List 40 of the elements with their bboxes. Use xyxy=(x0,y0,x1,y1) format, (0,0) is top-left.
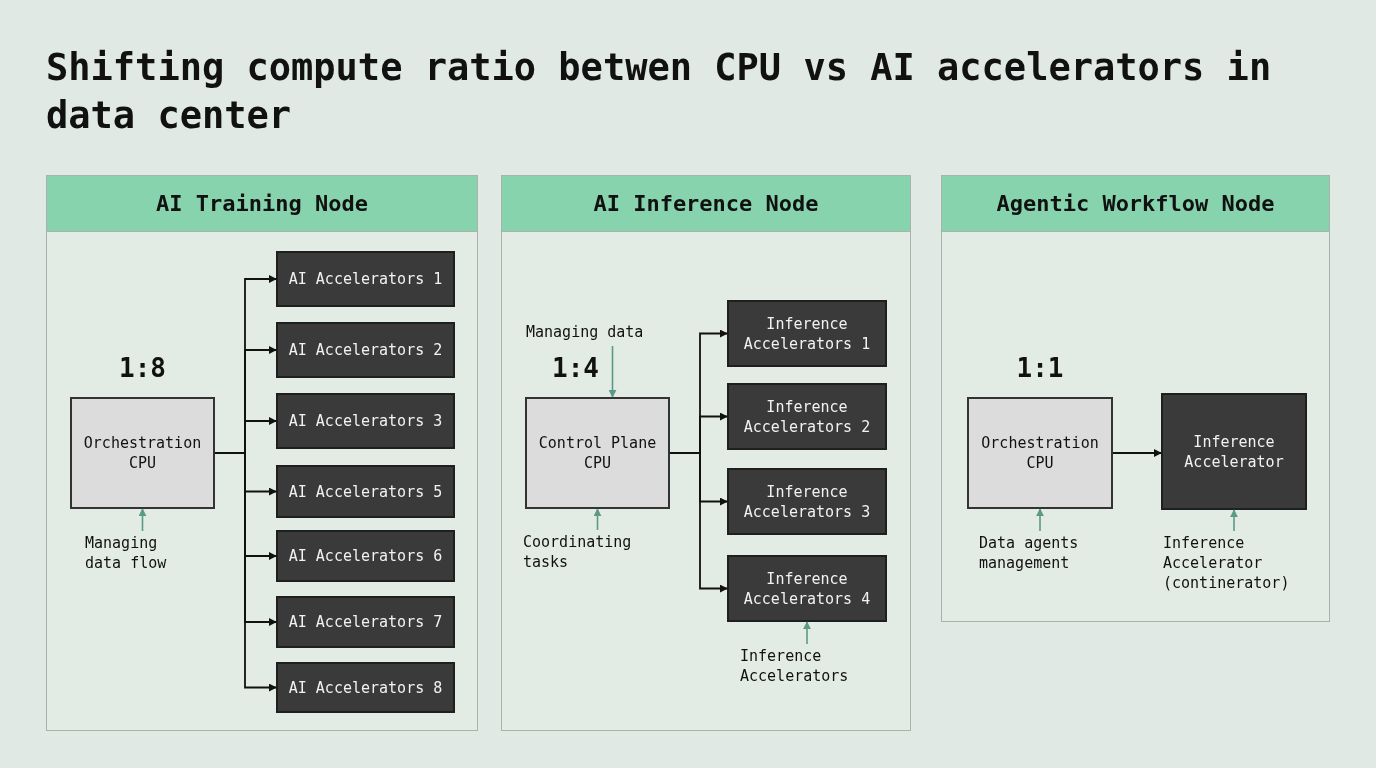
accelerator-box: Inference Accelerators 2 xyxy=(727,383,887,450)
leader-arrow xyxy=(138,508,147,532)
leader-arrow xyxy=(608,345,617,398)
annotation-text: Inference Accelerator (continerator) xyxy=(1163,533,1313,593)
leader-arrow xyxy=(593,508,602,531)
annotation-text: Managing data xyxy=(526,322,662,342)
ratio-label: 1:1 xyxy=(1016,353,1064,383)
ratio-label: 1:4 xyxy=(552,353,599,383)
node-panel xyxy=(501,175,911,731)
annotation-text: Managing data flow xyxy=(85,533,195,573)
arrow xyxy=(214,452,277,692)
node-panel xyxy=(941,175,1330,622)
arrow xyxy=(669,452,728,593)
node-panel xyxy=(46,175,478,731)
annotation-text: Inference Accelerators xyxy=(740,646,875,686)
accelerator-box: Inference Accelerator xyxy=(1161,393,1307,510)
accelerator-box: AI Accelerators 8 xyxy=(276,662,455,713)
annotation-text: Coordinating tasks xyxy=(523,532,653,572)
accelerator-box: AI Accelerators 1 xyxy=(276,251,455,307)
diagram-title: Shifting compute ratio betwen CPU vs AI accelerators in data center xyxy=(46,45,1273,139)
cpu-box: Control Plane CPU xyxy=(525,397,670,509)
arrow xyxy=(1112,449,1162,457)
accelerator-box: AI Accelerators 2 xyxy=(276,322,455,378)
leader-arrow xyxy=(1036,508,1044,532)
accelerator-box: AI Accelerators 6 xyxy=(276,530,455,582)
panel-title: AI Inference Node xyxy=(593,190,819,218)
accelerator-box: Inference Accelerators 4 xyxy=(727,555,887,622)
annotation-text: Data agents management xyxy=(979,533,1099,573)
accelerator-box: Inference Accelerators 3 xyxy=(727,468,887,535)
leader-arrow xyxy=(1230,509,1238,532)
accelerator-box: AI Accelerators 7 xyxy=(276,596,455,648)
accelerator-box: AI Accelerators 3 xyxy=(276,393,455,449)
accelerator-box: AI Accelerators 5 xyxy=(276,465,455,518)
accelerator-box: Inference Accelerators 1 xyxy=(727,300,887,367)
leader-arrow xyxy=(803,621,811,645)
cpu-box: Orchestration CPU xyxy=(70,397,215,509)
ratio-label: 1:8 xyxy=(119,353,166,383)
cpu-box: Orchestration CPU xyxy=(967,397,1113,509)
panel-title: Agentic Workflow Node xyxy=(996,190,1275,218)
panel-title: AI Training Node xyxy=(156,190,368,218)
